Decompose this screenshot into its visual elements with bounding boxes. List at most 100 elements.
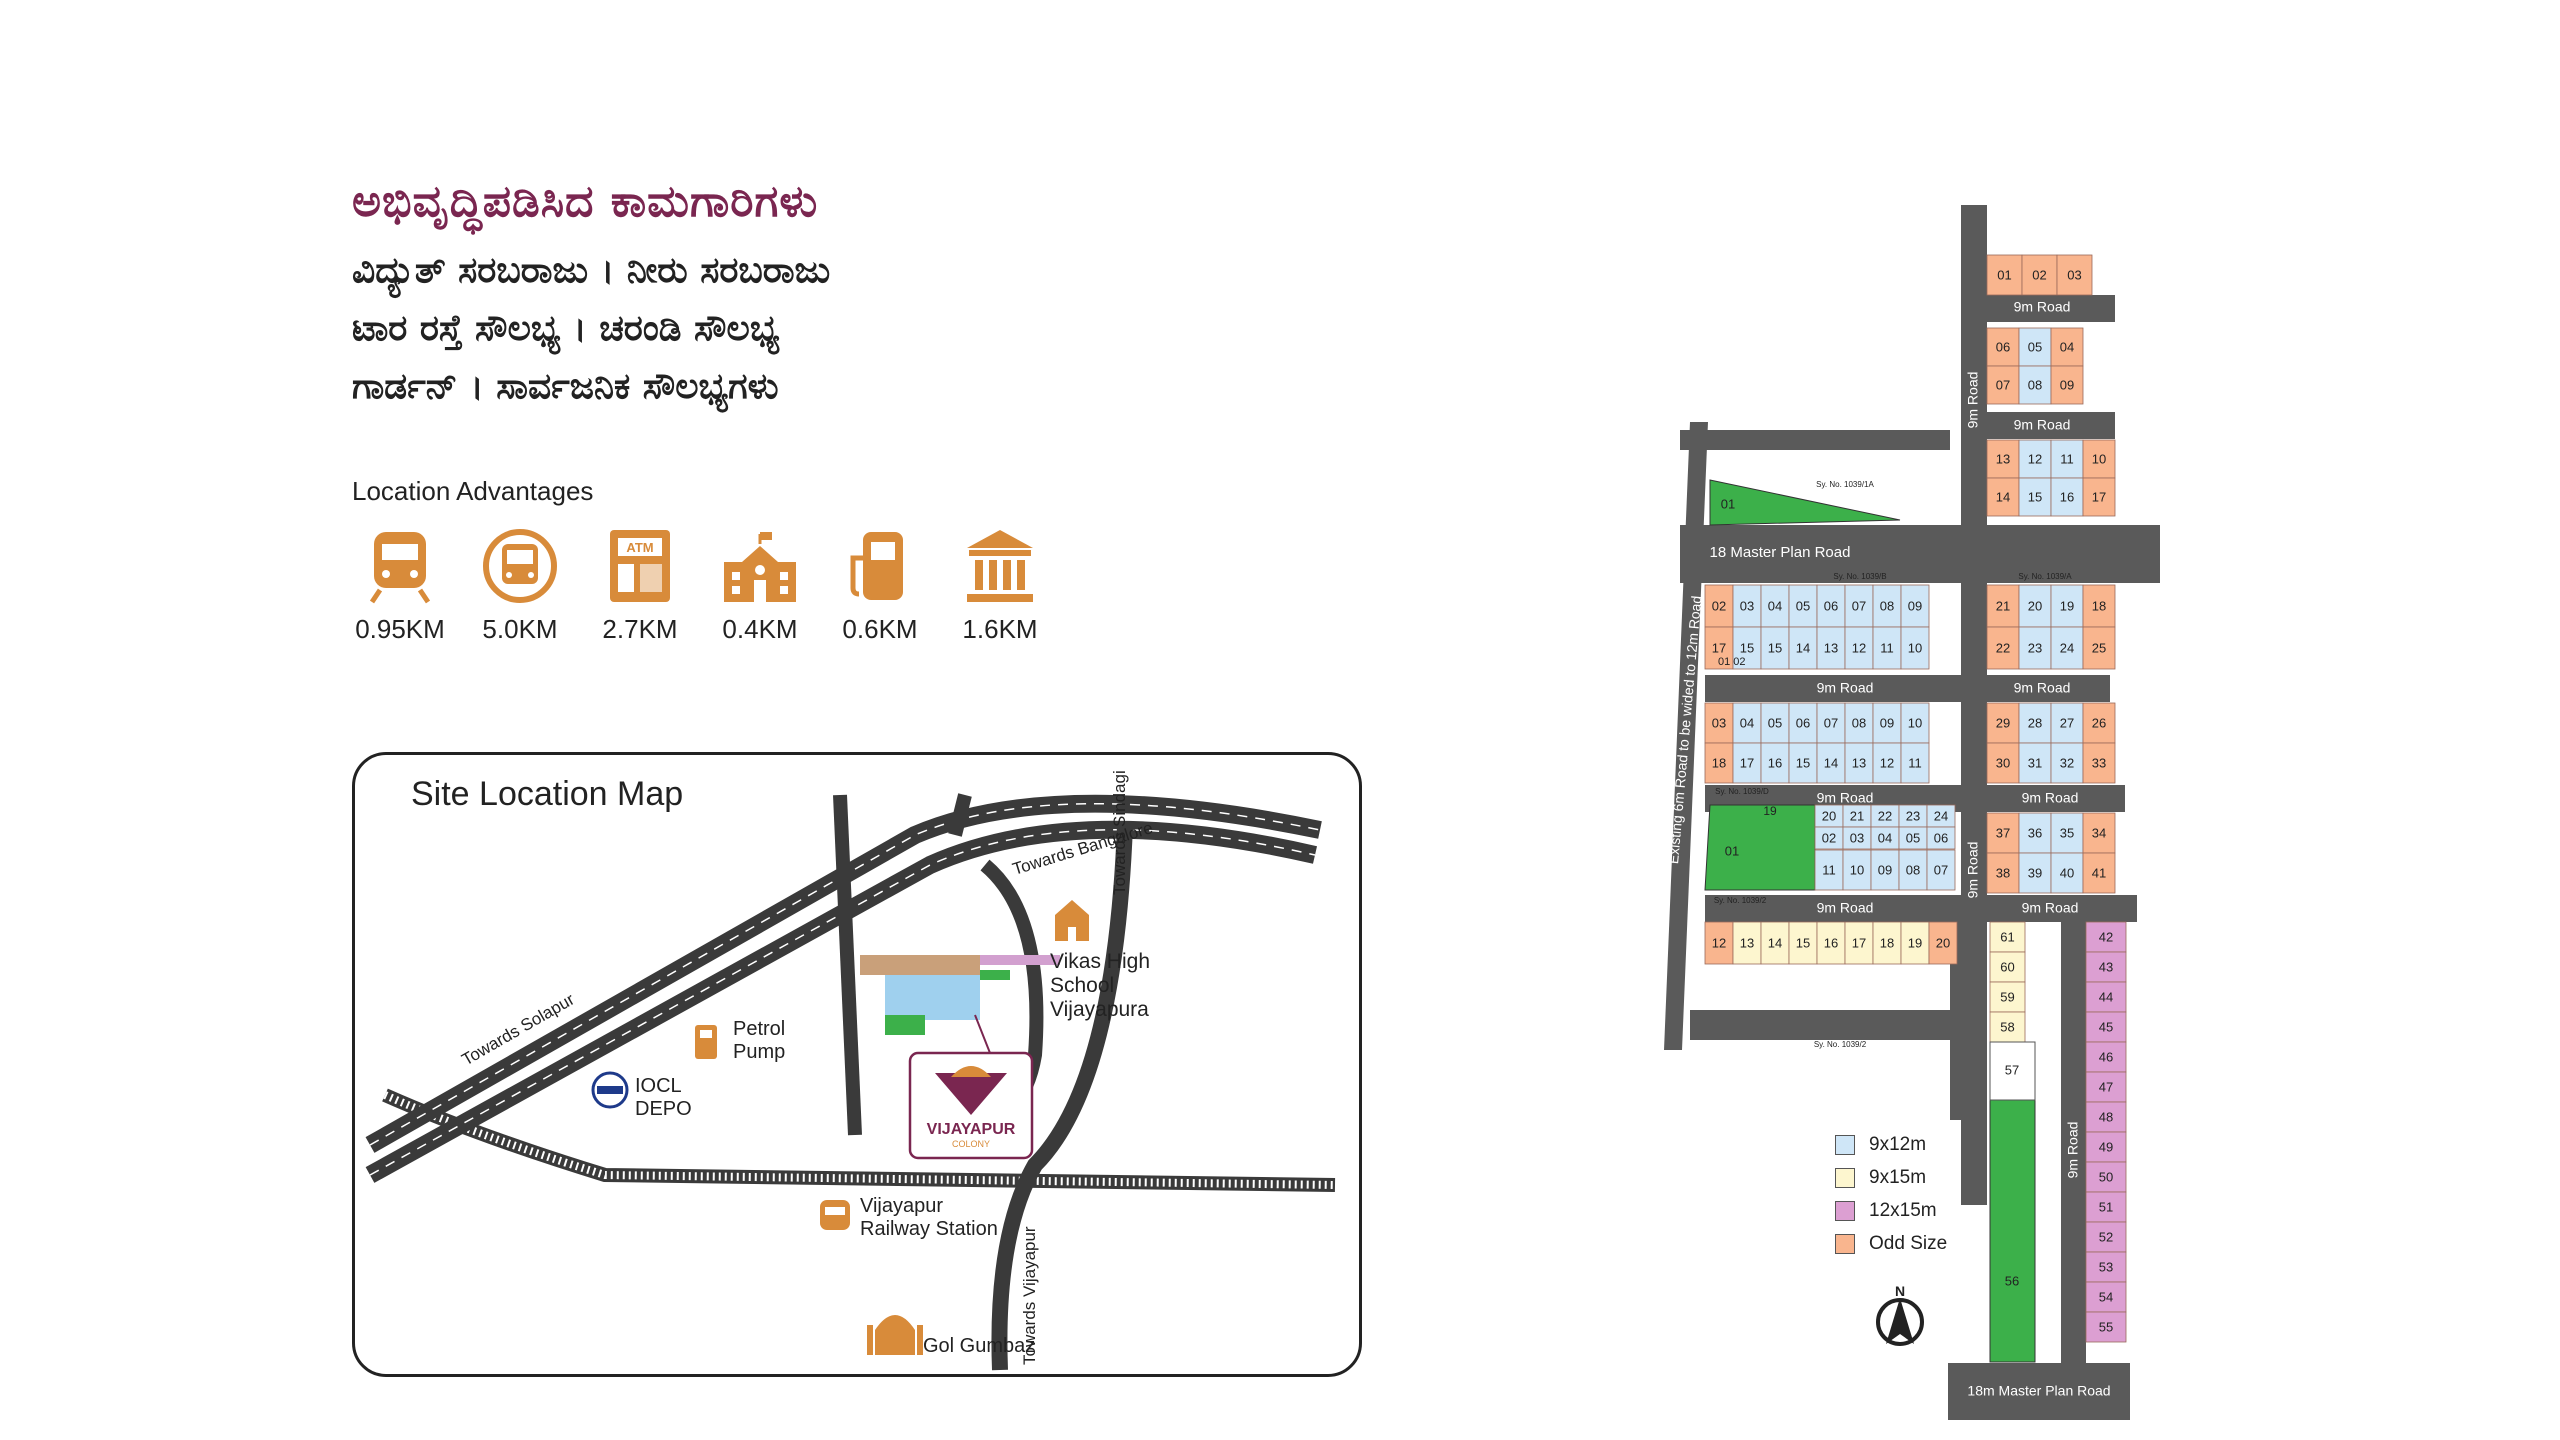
road-label: 9m Road	[1965, 842, 1981, 899]
plot-number: 04	[1878, 830, 1892, 845]
plot	[1898, 849, 1928, 891]
plot-number: 47	[2099, 1079, 2113, 1094]
advantage-distance: 0.95KM	[355, 614, 445, 644]
plot	[1732, 921, 1762, 965]
plot	[2018, 439, 2052, 479]
plot-number: 06	[1996, 339, 2010, 354]
plot-number: 07	[1852, 598, 1866, 613]
plot	[1900, 626, 1930, 670]
fuel-pump-icon	[850, 532, 903, 600]
road-segment	[1980, 412, 2115, 439]
plot-number: 23	[1906, 808, 1920, 823]
plot-number: 04	[2060, 339, 2074, 354]
plot	[1986, 812, 2020, 854]
plot	[1926, 849, 1956, 891]
green-area	[1989, 1099, 2036, 1363]
plot-number: 21	[1850, 808, 1864, 823]
road-label: 9m Road	[1817, 680, 1874, 696]
survey-label: Sy. No. 1039/2	[1714, 896, 1767, 905]
plot-number: 17	[1740, 755, 1754, 770]
plot	[1760, 921, 1790, 965]
plot-number: 12	[1880, 755, 1894, 770]
plot-number: 07	[1824, 715, 1838, 730]
plot-number: 15	[1768, 640, 1782, 655]
logo-subtext: COLONY	[951, 1139, 990, 1149]
map-title: Site Location Map	[411, 775, 684, 813]
plot-number: 03	[1850, 830, 1864, 845]
plot	[1788, 921, 1818, 965]
plot	[2056, 254, 2093, 296]
plot-number: 45	[2099, 1019, 2113, 1034]
plot-number: 17	[2092, 489, 2106, 504]
plot-number: 17	[1712, 640, 1726, 655]
plot-number: 07	[1934, 862, 1948, 877]
plot	[1704, 702, 1734, 744]
plot-number: 20	[1822, 808, 1836, 823]
plot-number: 43	[2099, 959, 2113, 974]
railway-track	[382, 1088, 1336, 1192]
plot-number: 46	[2099, 1049, 2113, 1064]
plot	[1928, 921, 1958, 965]
plot	[2085, 1101, 2127, 1133]
plot	[1816, 626, 1846, 670]
road-segment	[2061, 900, 2086, 1420]
plot	[1704, 921, 1734, 965]
plot	[2085, 1311, 2127, 1343]
road-north	[833, 794, 862, 1136]
plot	[1872, 702, 1902, 744]
plot	[1989, 951, 2026, 983]
plot	[2085, 1161, 2127, 1193]
plot-number: 17	[1852, 935, 1866, 950]
plot	[1900, 702, 1930, 744]
advantage-distance: 5.0KM	[482, 614, 558, 644]
highway	[365, 794, 1322, 1183]
site-location-map: Site Location Map	[352, 752, 1362, 1377]
plot-number: 14	[1996, 489, 2010, 504]
plot-number: 13	[1996, 451, 2010, 466]
plot-number: 15	[1796, 935, 1810, 950]
plot	[1704, 584, 1734, 628]
plot-number: 16	[1768, 755, 1782, 770]
road-label: 9m Road	[2022, 900, 2079, 916]
plot-number: 01 02	[1718, 656, 1746, 668]
plot-number: 09	[1880, 715, 1894, 730]
plot	[1732, 626, 1762, 670]
works-line-2: ಟಾರ ರಸ್ತೆ ಸೌಲಭ್ಯ । ಚರಂಡಿ ಸೌಲಭ್ಯ	[352, 308, 780, 349]
plot-number: 05	[1796, 598, 1810, 613]
plot-number: 05	[1768, 715, 1782, 730]
plot	[1989, 1041, 2036, 1101]
plot-number: 24	[1934, 808, 1948, 823]
plot-number: 21	[1996, 598, 2010, 613]
plot-number: 44	[2099, 989, 2113, 1004]
survey-label: Sy. No. 1039/A	[2018, 572, 2072, 581]
plot-number: 08	[1852, 715, 1866, 730]
plot-number: 18	[1712, 755, 1726, 770]
advantage-distance: 0.6KM	[842, 614, 918, 644]
plot	[1788, 702, 1818, 744]
advantage-distance: 0.4KM	[722, 614, 798, 644]
road-label: 9m Road	[2014, 417, 2071, 433]
plot	[2050, 702, 2084, 744]
road-label: 18 Master Plan Road	[1710, 544, 1851, 561]
plot-number: 34	[2092, 825, 2106, 840]
plot	[1989, 921, 2026, 953]
plot-number: 15	[2028, 489, 2042, 504]
plot-number: 20	[2028, 598, 2042, 613]
road-segment	[1690, 1010, 1980, 1040]
plot	[1704, 626, 1734, 670]
plot	[2018, 584, 2052, 628]
plot-number: 09	[1878, 862, 1892, 877]
label-gol-gumbaz: Gol Gumbaz	[923, 1335, 1036, 1357]
plot	[2085, 1221, 2127, 1253]
plot-number: 12	[2028, 451, 2042, 466]
green-area	[1704, 804, 1816, 891]
train-map-icon	[820, 1200, 850, 1230]
plot	[1788, 742, 1818, 784]
plot-number: 03	[1740, 598, 1754, 613]
plot-number: 13	[1824, 640, 1838, 655]
works-title: ಅಭಿವೃದ್ಧಿಪಡಿಸಿದ ಕಾಮಗಾರಿಗಳು	[352, 176, 819, 227]
plot-number: 18	[1880, 935, 1894, 950]
plot	[2085, 1191, 2127, 1223]
plot	[1844, 921, 1874, 965]
